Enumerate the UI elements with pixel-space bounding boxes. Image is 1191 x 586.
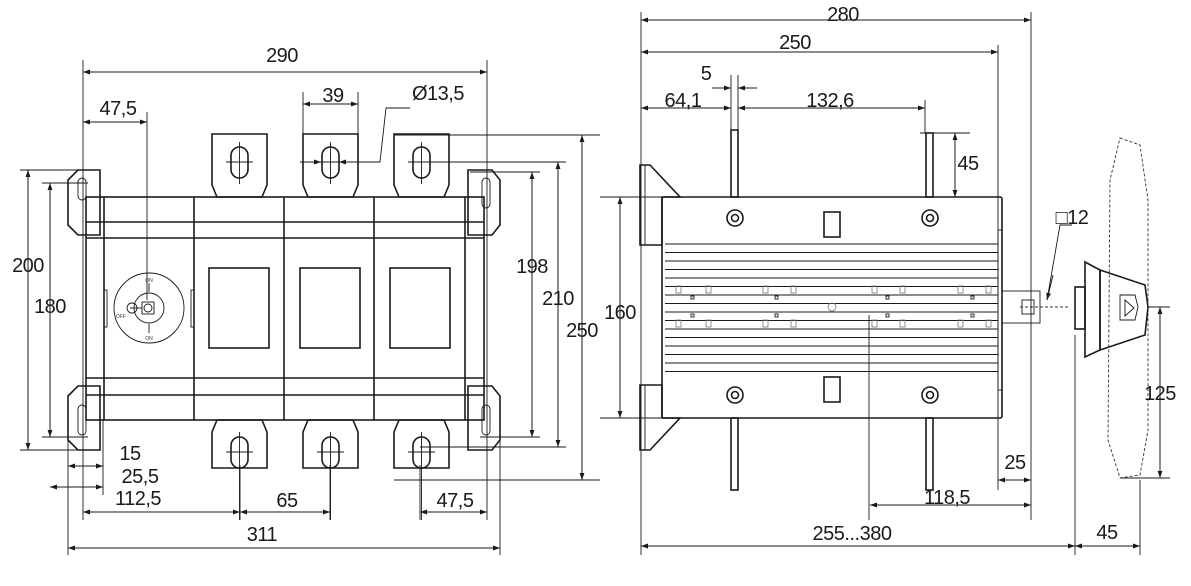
dimension-labels: 290 47,5 39 Ø13,5 200 180 198 210 250 15… bbox=[12, 4, 1177, 546]
mounting-ears bbox=[67, 169, 501, 451]
dim-47-5-bottom: 47,5 bbox=[437, 490, 474, 512]
dim-25-5: 25,5 bbox=[122, 466, 159, 488]
side-indicator-top bbox=[823, 211, 841, 238]
dim-112-5: 112,5 bbox=[115, 488, 161, 510]
dim-255-380: 255...380 bbox=[813, 523, 892, 545]
side-extension-lines bbox=[600, 12, 1170, 555]
screw-icon bbox=[921, 209, 939, 227]
dimension-lines bbox=[25, 17, 1163, 551]
dimension-leader bbox=[1046, 274, 1054, 301]
rib-slot bbox=[957, 285, 964, 294]
front-view: ON OFF ON bbox=[20, 60, 600, 555]
rib-marker bbox=[970, 313, 975, 318]
rib-marker bbox=[885, 313, 890, 318]
dim-198: 198 bbox=[516, 256, 548, 278]
screw-icon bbox=[730, 213, 740, 223]
knob-on-label-bottom: ON bbox=[145, 336, 153, 342]
center-hole bbox=[827, 302, 837, 312]
dim-311: 311 bbox=[247, 524, 278, 546]
rib-slot bbox=[871, 285, 878, 294]
rib-slot bbox=[985, 285, 992, 294]
dim-45-terminal: 45 bbox=[957, 153, 979, 175]
bottom-terminals bbox=[211, 419, 450, 520]
dim-square-12: □12 bbox=[1056, 207, 1089, 229]
dim-250-front: 250 bbox=[566, 320, 598, 342]
screw-icon bbox=[925, 390, 935, 400]
dim-210: 210 bbox=[542, 288, 574, 310]
side-body bbox=[661, 196, 1003, 520]
dim-25: 25 bbox=[1004, 452, 1026, 474]
dim-65: 65 bbox=[276, 490, 298, 512]
rib-marker bbox=[774, 313, 779, 318]
rib-slot bbox=[675, 285, 682, 294]
rib-slot bbox=[899, 285, 906, 294]
top-terminals bbox=[211, 133, 450, 198]
dim-15: 15 bbox=[119, 443, 141, 465]
dim-47-5-top: 47,5 bbox=[100, 98, 137, 120]
switch-body bbox=[85, 196, 485, 421]
dim-280: 280 bbox=[827, 4, 859, 26]
rib-slot bbox=[705, 285, 712, 294]
rotary-knob: ON OFF ON bbox=[113, 272, 185, 344]
knob-on-label-top: ON bbox=[145, 278, 153, 284]
dim-hole-diameter: Ø13,5 bbox=[412, 83, 464, 105]
rib-slot bbox=[957, 319, 964, 328]
dim-5: 5 bbox=[701, 63, 712, 85]
side-terminals bbox=[730, 75, 934, 491]
rib-slot bbox=[790, 319, 797, 328]
dim-180: 180 bbox=[34, 296, 66, 318]
screw-icon bbox=[921, 386, 939, 404]
rib-slot bbox=[899, 319, 906, 328]
screw-icon bbox=[726, 209, 744, 227]
screw-icon bbox=[726, 386, 744, 404]
dim-160: 160 bbox=[604, 302, 636, 324]
screw-icon bbox=[925, 213, 935, 223]
dim-118-5: 118,5 bbox=[924, 487, 970, 509]
dim-132-6: 132,6 bbox=[806, 90, 854, 112]
rib-slot bbox=[762, 319, 769, 328]
rib-slot bbox=[985, 319, 992, 328]
din-foot bbox=[639, 164, 682, 451]
dim-250-side: 250 bbox=[779, 32, 811, 54]
rib-slot bbox=[762, 285, 769, 294]
dim-64-1: 64,1 bbox=[665, 90, 702, 112]
rib-slot bbox=[705, 319, 712, 328]
rib-marker bbox=[970, 295, 975, 300]
dim-39: 39 bbox=[322, 85, 344, 107]
rib-marker bbox=[774, 295, 779, 300]
rib-slot bbox=[790, 285, 797, 294]
knob-off-label: OFF bbox=[116, 314, 126, 320]
side-view bbox=[600, 12, 1170, 555]
side-indicator-bottom bbox=[823, 376, 841, 403]
pole-window-1 bbox=[208, 267, 270, 349]
dim-200: 200 bbox=[12, 255, 44, 277]
rib-marker bbox=[690, 295, 695, 300]
pole-window-3 bbox=[389, 267, 451, 349]
front-extension-lines bbox=[20, 60, 600, 555]
handle-assembly bbox=[1001, 137, 1149, 479]
dim-125: 125 bbox=[1144, 383, 1176, 405]
dim-290: 290 bbox=[266, 45, 298, 67]
rib-marker bbox=[690, 313, 695, 318]
pole-window-2 bbox=[299, 267, 361, 349]
rib-slot bbox=[675, 319, 682, 328]
rib-marker bbox=[885, 295, 890, 300]
rib-slot bbox=[871, 319, 878, 328]
dim-45-handle: 45 bbox=[1096, 522, 1118, 544]
screw-icon bbox=[730, 390, 740, 400]
